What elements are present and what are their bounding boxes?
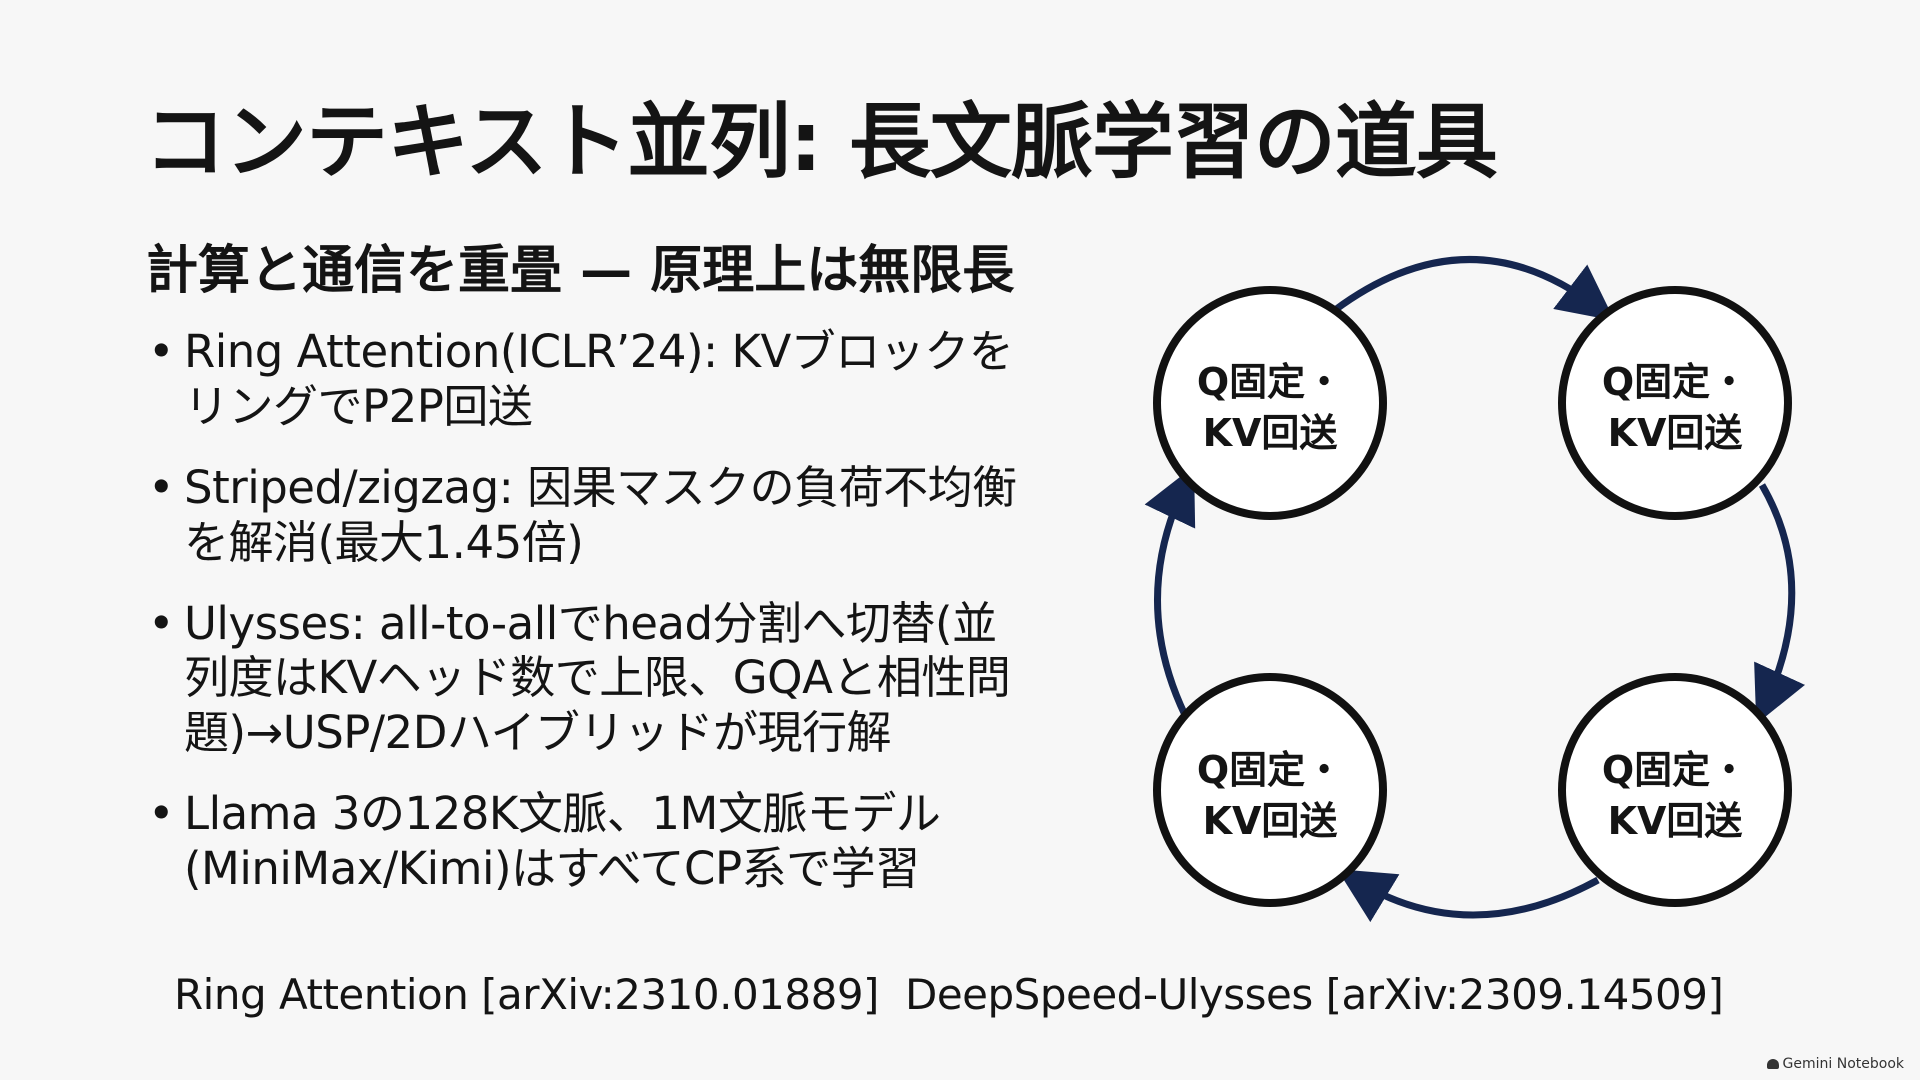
bullet-item-ulysses: • Ulysses: all-to-allでhead分割へ切替(並 列度はKVヘ… — [144, 597, 1104, 762]
reference-ring-attention: Ring Attention [arXiv:2310.01889] — [174, 970, 879, 1019]
bullet-marker: • — [148, 787, 175, 841]
slide-subtitle: 計算と通信を重畳 — 原理上は無限長 — [146, 241, 1015, 301]
bullet-item-llama: • Llama 3の128K文脈、1M文脈モデル (MiniMax/Kimi)は… — [144, 787, 1104, 897]
node-label-line2: KV回送 — [1608, 799, 1743, 843]
slide-title: コンテキスト並列: 長文脈学習の道具 — [144, 95, 1498, 190]
bullet-text: Ring Attention(ICLR’24): KVブロックを リングでP2P… — [184, 325, 1014, 433]
node-label-line2: KV回送 — [1608, 411, 1743, 455]
bullet-item-striped: • Striped/zigzag: 因果マスクの負荷不均衡 を解消(最大1.45… — [144, 461, 1104, 571]
node-label-line1: Q固定・ — [1197, 748, 1343, 792]
node-label-line1: Q固定・ — [1602, 360, 1748, 404]
ring-node: Q固定・ KV回送 — [1153, 286, 1387, 520]
node-label-line1: Q固定・ — [1197, 360, 1343, 404]
ring-node: Q固定・ KV回送 — [1153, 673, 1387, 907]
reference-deepspeed-ulysses: DeepSpeed-Ulysses [arXiv:2309.14509] — [905, 970, 1724, 1019]
bullet-text: Llama 3の128K文脈、1M文脈モデル (MiniMax/Kimi)はすべ… — [184, 787, 941, 896]
watermark-text: Gemini Notebook — [1782, 1056, 1904, 1072]
bullet-item-ring-attention: • Ring Attention(ICLR’24): KVブロックを リングでP… — [144, 325, 1104, 435]
ring-arrow-bottom — [1337, 869, 1600, 923]
bullet-text: Ulysses: all-to-allでhead分割へ切替(並 列度はKVヘッド… — [184, 596, 1011, 760]
bullet-marker: • — [148, 596, 175, 650]
notebook-logo-icon — [1766, 1059, 1779, 1069]
ring-arrow-left — [1144, 466, 1196, 717]
ring-node: Q固定・ KV回送 — [1558, 286, 1792, 520]
ring-arrow-right — [1754, 483, 1806, 725]
bullet-marker: • — [148, 325, 175, 378]
bullet-list: • Ring Attention(ICLR’24): KVブロックを リングでP… — [144, 325, 1104, 923]
watermark: Gemini Notebook — [1766, 1056, 1904, 1072]
node-label-line1: Q固定・ — [1602, 748, 1748, 792]
node-label-line2: KV回送 — [1203, 799, 1338, 843]
bullet-text: Striped/zigzag: 因果マスクの負荷不均衡 を解消(最大1.45倍) — [184, 460, 1017, 569]
bullet-marker: • — [148, 460, 175, 514]
node-label-line2: KV回送 — [1203, 411, 1338, 455]
ring-node: Q固定・ KV回送 — [1558, 673, 1792, 907]
ring-arrow-top — [1332, 256, 1615, 321]
